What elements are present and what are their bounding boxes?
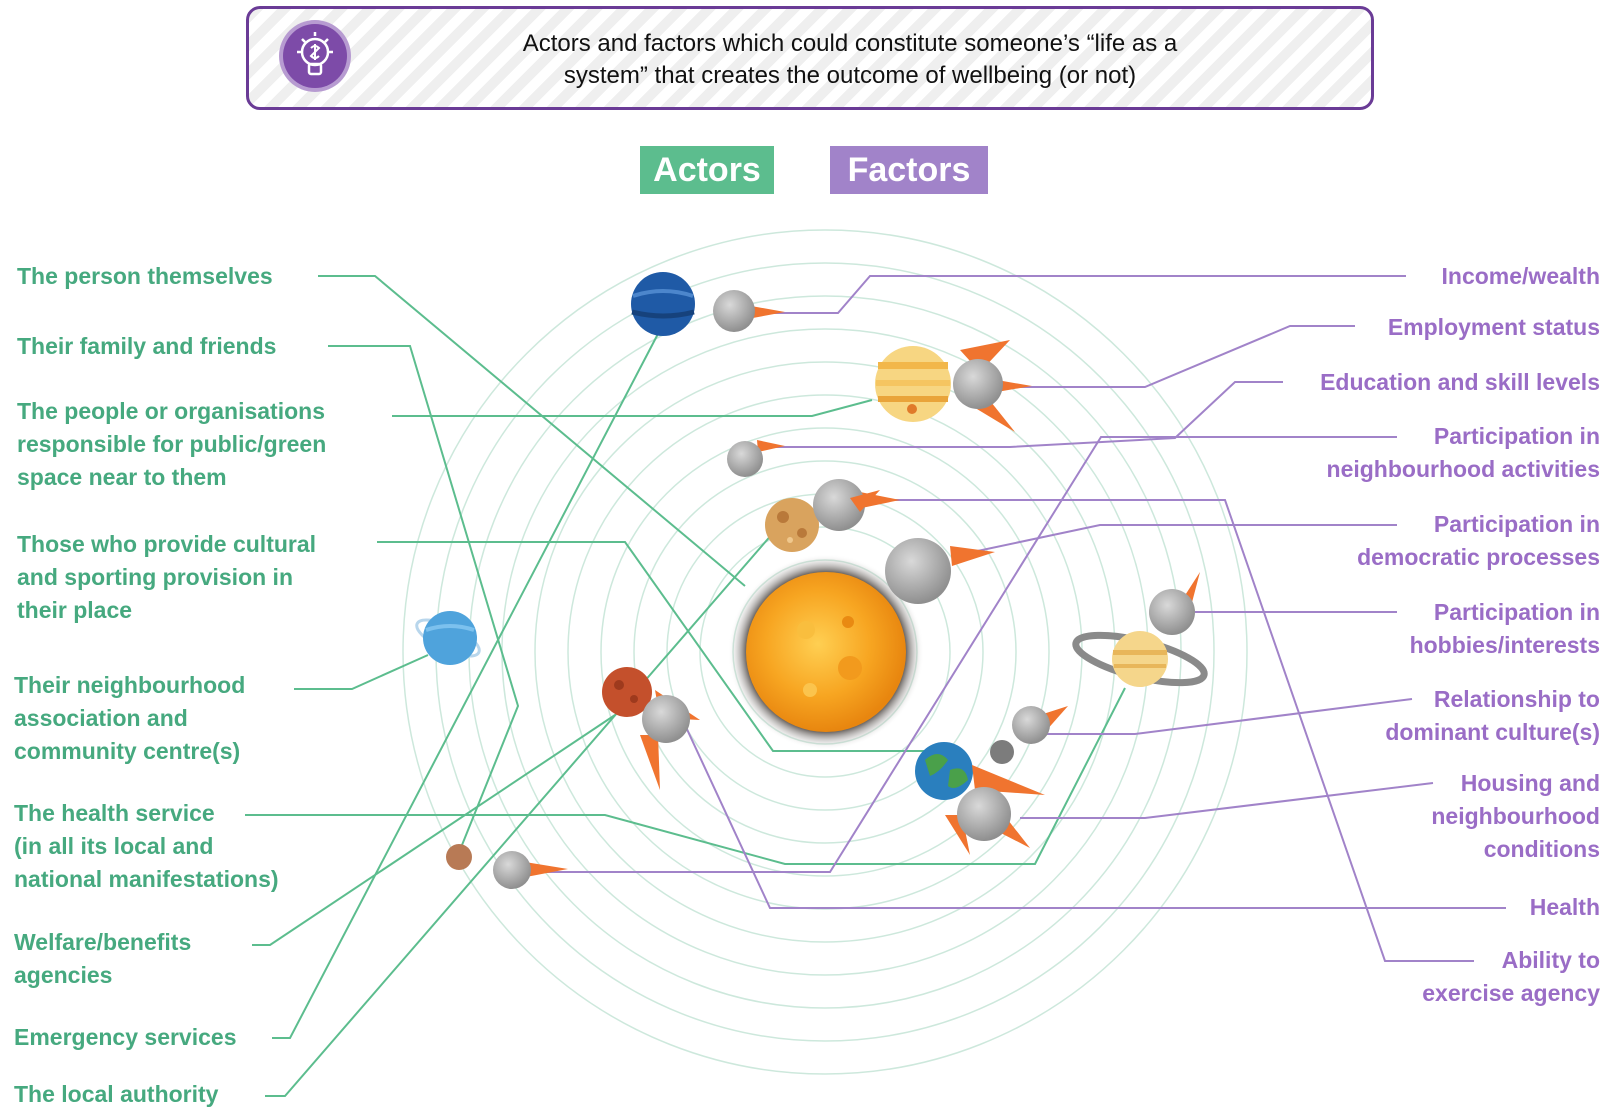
asteroid-venus-group [850, 490, 880, 512]
asteroid-hobbies [1149, 572, 1200, 635]
banner-line-2: system” that creates the outcome of well… [563, 62, 1137, 89]
legend-actors: Actors [640, 146, 774, 194]
earth-planet [915, 742, 973, 800]
actor-label: The local authority [14, 1081, 219, 1107]
moon-planet [990, 740, 1014, 764]
asteroid-culture [1012, 706, 1068, 744]
title-banner [246, 6, 1374, 110]
actor-connectors [245, 275, 1126, 1097]
connector-cultural-sporting [377, 541, 928, 752]
uranus-planet [415, 611, 481, 665]
mars-planet [602, 667, 652, 717]
asteroid-housing [945, 765, 1045, 855]
connector-dominant-culture [1035, 698, 1413, 735]
asteroid-health-factor [640, 690, 700, 790]
connector-local-authority [265, 524, 781, 1097]
venus-planet [765, 498, 819, 552]
connector-housing [1020, 782, 1434, 819]
connector-health [684, 724, 1506, 909]
neptune-planet [631, 272, 695, 336]
connector-family-friends [328, 345, 520, 851]
mercury-planet [446, 844, 472, 870]
connector-neighbourhood-activities [525, 436, 1397, 873]
connector-health-service [245, 687, 1126, 865]
factor-label: Education and skill levels [1320, 369, 1600, 395]
factor-label: Health [1529, 894, 1600, 920]
factor-label: Employment status [1387, 314, 1600, 340]
actor-label: Emergency services [14, 1024, 237, 1050]
actor-label: Their family and friends [17, 333, 277, 359]
factor-connectors [525, 275, 1506, 962]
jupiter-planet [875, 346, 951, 422]
connector-welfare [252, 714, 616, 946]
asteroid-employment [953, 340, 1032, 432]
lightbulb-icon [283, 24, 347, 88]
legend-factors: Factors [830, 146, 988, 194]
asteroid-income [713, 290, 785, 332]
actor-label: The person themselves [17, 263, 273, 289]
connector-agency [895, 499, 1474, 962]
asteroid-education [727, 440, 785, 477]
sun-planet [728, 554, 924, 750]
banner-text: Actors and factors which could constitut… [400, 28, 1300, 92]
factor-label: Income/wealth [1441, 263, 1600, 289]
connector-employment [990, 325, 1355, 388]
connector-emergency [272, 329, 661, 1039]
asteroid-democratic [885, 538, 995, 604]
saturn-planet [1072, 631, 1208, 687]
banner-line-1: Actors and factors which could constitut… [522, 30, 1178, 57]
connector-neighbourhood-assoc [294, 654, 429, 690]
connector-democratic [967, 524, 1397, 554]
connector-public-green-space [392, 399, 873, 417]
asteroid-neighbourhood [493, 851, 568, 889]
connector-income [760, 275, 1406, 314]
connector-person-themselves [318, 275, 746, 587]
